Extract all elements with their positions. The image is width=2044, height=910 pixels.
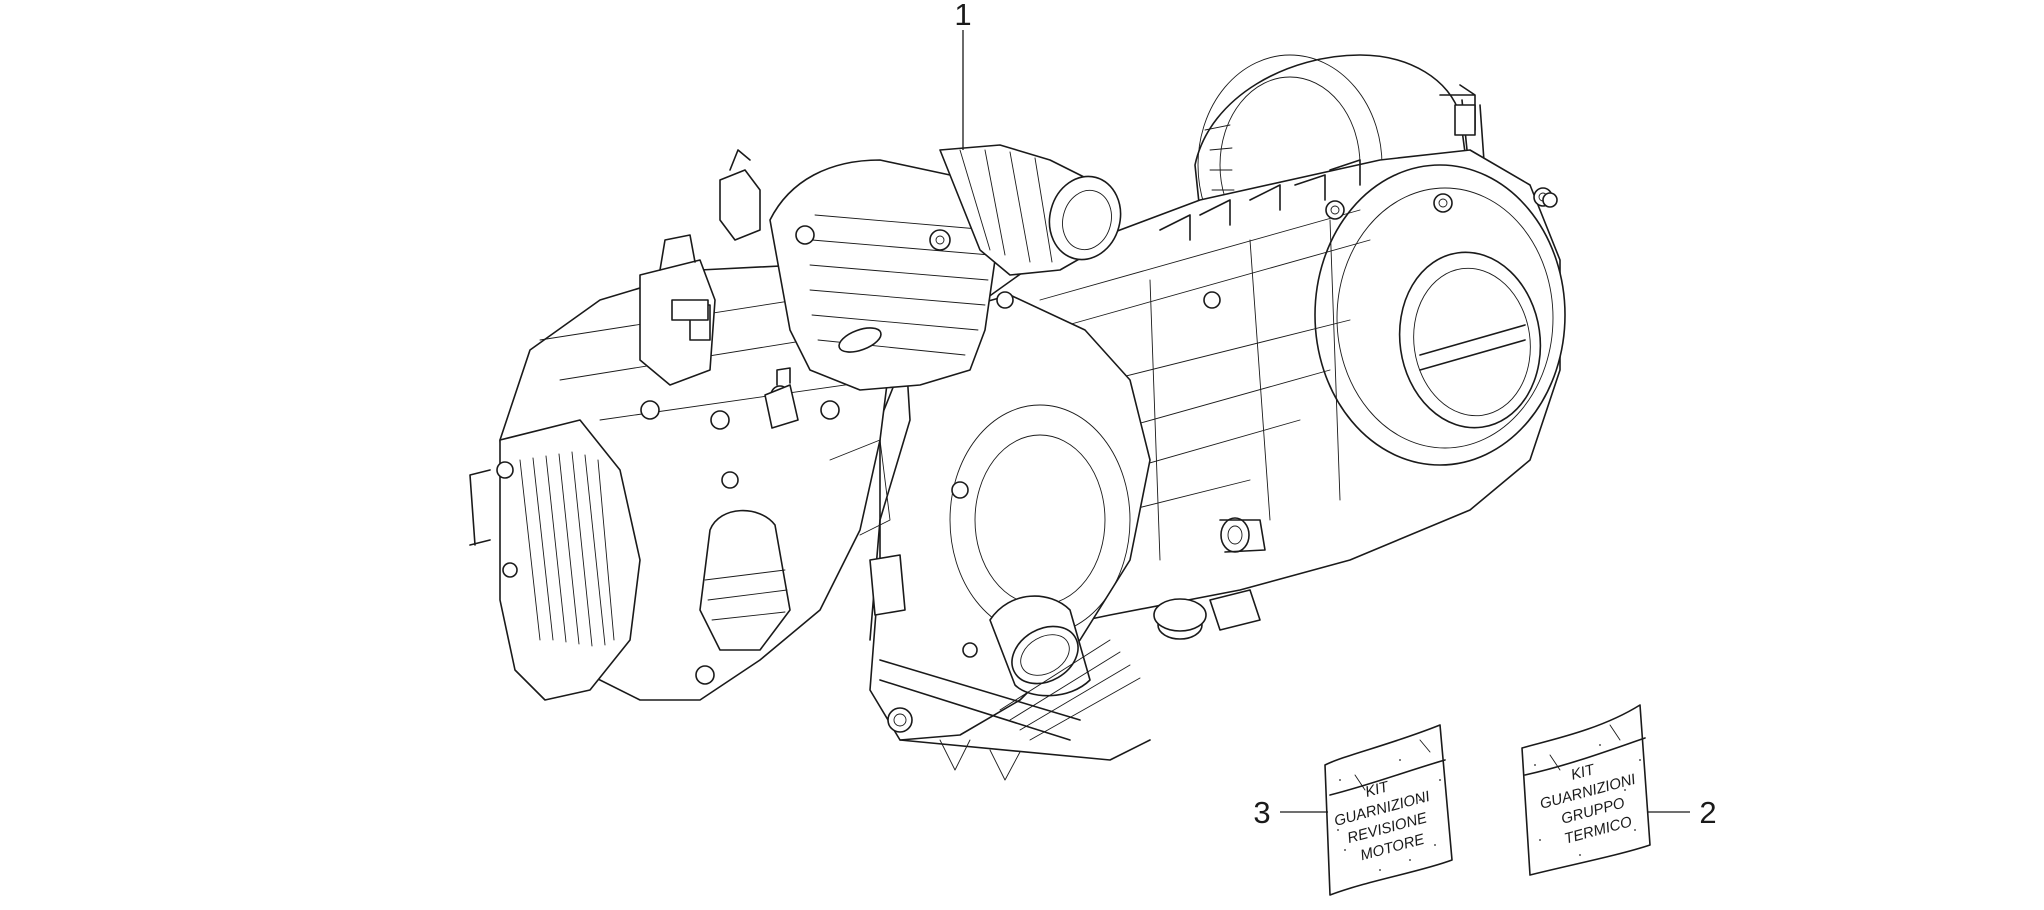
throttle-body bbox=[671, 144, 1122, 391]
callout-number-1: 1 bbox=[954, 0, 971, 32]
callout-2: 2 bbox=[1648, 795, 1717, 830]
cylinder-head bbox=[469, 234, 911, 701]
callout-number-2: 2 bbox=[1699, 795, 1716, 830]
gasket-kit-termico: KIT GUARNIZIONI GRUPPO TERMICO bbox=[1521, 704, 1651, 876]
engine-assembly bbox=[469, 54, 1566, 781]
kit-motore-line-1: KIT bbox=[1363, 778, 1392, 801]
gasket-kit-motore: KIT GUARNIZIONI REVISIONE MOTORE bbox=[1324, 724, 1453, 896]
callout-3: 3 bbox=[1253, 795, 1328, 830]
callout-1: 1 bbox=[954, 0, 972, 150]
callout-number-3: 3 bbox=[1253, 795, 1270, 830]
kit-termico-line-1: KIT bbox=[1569, 761, 1598, 784]
